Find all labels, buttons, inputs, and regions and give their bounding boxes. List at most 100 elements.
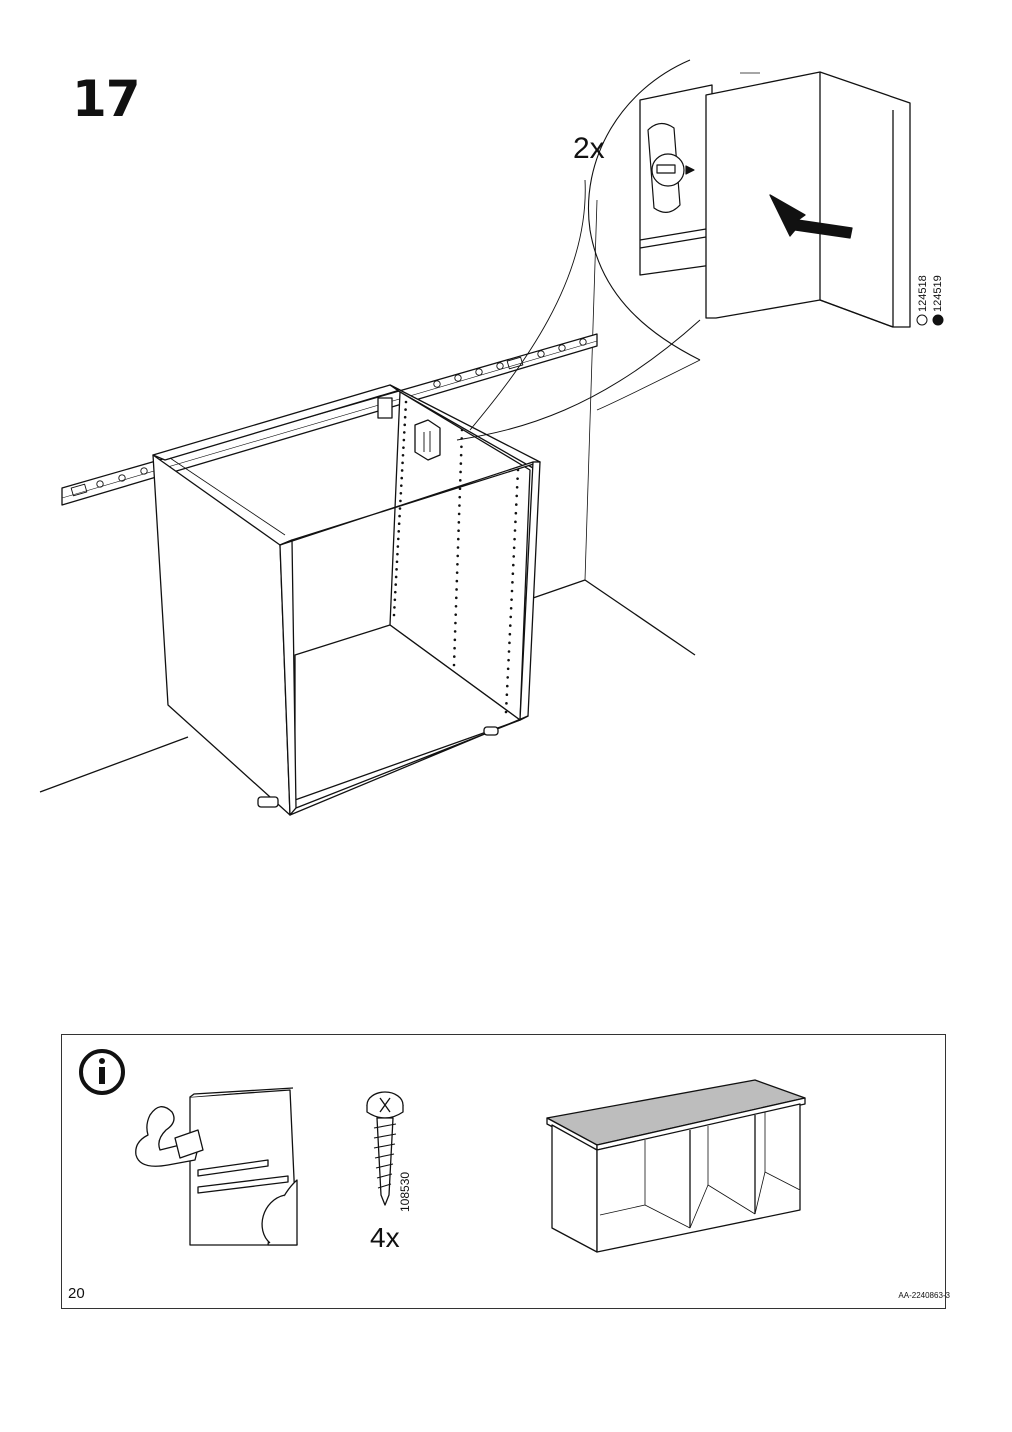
panel-hole bbox=[505, 684, 509, 688]
floor-line-right bbox=[584, 579, 696, 656]
panel-hole bbox=[403, 423, 407, 427]
detail-quantity: 2x bbox=[573, 132, 605, 165]
panel-hole bbox=[399, 499, 402, 503]
panel-hole bbox=[453, 638, 457, 642]
panel-hole bbox=[403, 415, 407, 419]
panel-hole bbox=[394, 575, 398, 579]
panel-hole bbox=[516, 477, 519, 480]
panel-hole bbox=[459, 470, 462, 474]
info-box bbox=[61, 1034, 946, 1309]
cabinet-frame bbox=[152, 384, 541, 816]
panel-hole bbox=[511, 572, 515, 576]
panel-hole bbox=[516, 468, 520, 472]
panel-hole bbox=[404, 400, 408, 404]
panel-hole bbox=[455, 588, 458, 591]
panel-hole bbox=[514, 511, 518, 515]
panel-hole bbox=[460, 445, 463, 449]
panel-hole bbox=[401, 453, 405, 457]
panel-hole bbox=[455, 579, 459, 583]
panel-hole bbox=[454, 621, 457, 625]
panel-hole bbox=[453, 630, 457, 633]
panel-hole bbox=[394, 583, 398, 586]
screw-part-number: 108530 bbox=[398, 1171, 412, 1212]
panel-hole bbox=[509, 606, 513, 610]
panel-hole bbox=[458, 487, 462, 491]
panel-hole bbox=[457, 512, 461, 516]
panel-hole bbox=[510, 598, 513, 601]
panel-hole bbox=[460, 428, 464, 432]
panel-hole bbox=[458, 504, 461, 507]
panel-hole bbox=[453, 646, 456, 650]
panel-hole bbox=[510, 589, 514, 593]
panel-hole bbox=[513, 529, 517, 532]
push-arrow-icon bbox=[769, 194, 853, 239]
panel-hole bbox=[404, 408, 407, 411]
panel-hole bbox=[513, 537, 516, 541]
panel-hole bbox=[506, 676, 510, 679]
panel-hole bbox=[512, 546, 516, 550]
panel-hole bbox=[393, 606, 396, 609]
panel-hole bbox=[515, 485, 519, 489]
panel-hole bbox=[505, 702, 508, 705]
panel-hole bbox=[396, 537, 400, 541]
panel-hole bbox=[505, 693, 509, 697]
panel-hole bbox=[459, 453, 463, 457]
panel-hole bbox=[504, 710, 508, 714]
panel-hole bbox=[452, 655, 456, 658]
panel-hole bbox=[514, 520, 517, 524]
floor-line-left bbox=[39, 736, 189, 793]
panel-hole bbox=[508, 632, 512, 636]
panel-hole bbox=[393, 598, 397, 602]
panel-hole bbox=[512, 555, 516, 558]
panel-hole bbox=[452, 663, 456, 667]
panel-hole bbox=[506, 667, 510, 671]
panel-hole bbox=[454, 596, 458, 600]
panel-hole bbox=[401, 461, 404, 465]
panel-hole bbox=[402, 431, 406, 434]
detail-inset bbox=[639, 71, 944, 328]
panel-hole bbox=[400, 476, 404, 480]
panel-hole bbox=[456, 562, 459, 566]
panel-hole bbox=[397, 522, 401, 526]
panel-hole bbox=[457, 529, 460, 533]
panel-hole bbox=[456, 546, 460, 549]
info-icon bbox=[79, 1049, 125, 1095]
panel-hole bbox=[395, 568, 398, 571]
cam-lock-icon bbox=[647, 122, 695, 213]
panel-hole bbox=[511, 581, 514, 584]
panel-hole bbox=[509, 615, 513, 619]
step-number: 17 bbox=[72, 70, 141, 128]
panel-hole bbox=[511, 563, 515, 567]
panel-hole bbox=[455, 571, 459, 574]
panel-hole bbox=[392, 613, 396, 617]
panel-hole bbox=[515, 494, 519, 498]
countertop-cabinets-icon bbox=[546, 1079, 806, 1253]
panel-hole bbox=[454, 613, 458, 616]
panel-hole bbox=[395, 560, 399, 564]
panel-hole bbox=[399, 491, 403, 495]
panel-hole bbox=[458, 495, 462, 499]
panel-hole bbox=[398, 514, 401, 518]
screw-icon bbox=[366, 1091, 404, 1206]
reader-figure-icon bbox=[135, 1106, 204, 1167]
panel-hole bbox=[459, 462, 463, 465]
panel-hole bbox=[514, 503, 518, 506]
suspension-rail bbox=[61, 333, 598, 506]
panel-hole bbox=[508, 624, 512, 627]
panel-hole bbox=[396, 552, 399, 556]
panel-hole bbox=[399, 484, 403, 487]
assembly-illustration bbox=[39, 59, 944, 816]
panel-hole bbox=[458, 479, 462, 482]
panel-hole bbox=[396, 545, 400, 548]
panel-hole bbox=[508, 641, 511, 645]
panel-hole bbox=[507, 658, 510, 662]
panel-hole bbox=[393, 590, 397, 594]
panel-hole bbox=[456, 537, 460, 541]
panel-hole bbox=[457, 521, 461, 524]
panel-hole bbox=[456, 554, 460, 558]
panel-hole bbox=[454, 604, 458, 608]
panel-hole bbox=[402, 438, 406, 442]
booklet-icon bbox=[189, 1087, 298, 1246]
panel-hole bbox=[398, 507, 402, 510]
